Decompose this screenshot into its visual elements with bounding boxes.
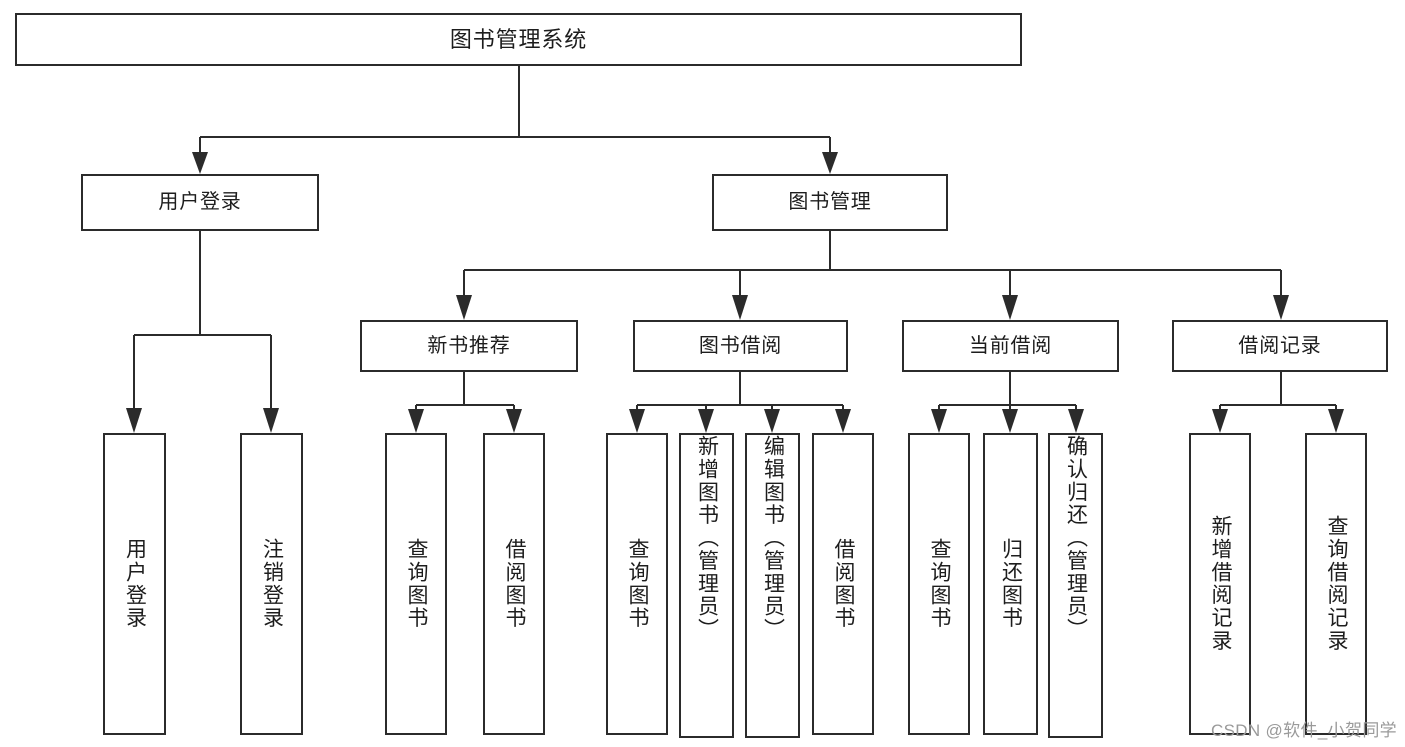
arrowhead-leaf-user-login (126, 408, 142, 433)
leaf-edit-book-admin[interactable]: 编辑图书（管理员） (745, 433, 800, 738)
node-user-login-label: 用户登录 (158, 191, 242, 213)
arrowhead-leaf-return-book (1002, 409, 1018, 433)
leaf-user-login-label: 用户登录 (123, 538, 147, 630)
node-book-borrow[interactable]: 图书借阅 (633, 320, 848, 372)
arrowhead-leaf-add-record (1212, 409, 1228, 433)
node-book-management[interactable]: 图书管理 (712, 174, 948, 231)
leaf-borrow-book-recommend-label: 借阅图书 (503, 538, 527, 630)
arrowhead-leaf-query-book-3 (931, 409, 947, 433)
node-root-system[interactable]: 图书管理系统 (15, 13, 1022, 66)
leaf-query-book-current-label: 查询图书 (928, 538, 952, 630)
leaf-borrow-book-recommend[interactable]: 借阅图书 (483, 433, 545, 735)
leaf-query-book-borrow[interactable]: 查询图书 (606, 433, 668, 735)
arrowhead-leaf-edit-book (764, 409, 780, 433)
node-current-borrow[interactable]: 当前借阅 (902, 320, 1119, 372)
arrowhead-new-book-rec (456, 295, 472, 320)
node-book-management-label: 图书管理 (788, 191, 872, 213)
leaf-borrow-book-borrow[interactable]: 借阅图书 (812, 433, 874, 735)
leaf-add-borrow-record[interactable]: 新增借阅记录 (1189, 433, 1251, 735)
arrowhead-leaf-confirm-return (1068, 409, 1084, 433)
arrowhead-leaf-borrow-book-1 (506, 409, 522, 433)
arrowhead-leaf-logout (263, 408, 279, 433)
node-root-label: 图书管理系统 (449, 26, 588, 52)
arrowhead-leaf-borrow-book-2 (835, 409, 851, 433)
leaf-query-borrow-record-label: 查询借阅记录 (1325, 515, 1349, 653)
watermark: CSDN @软件_小贺同学 (1210, 721, 1397, 740)
leaf-add-book-admin[interactable]: 新增图书（管理员） (679, 433, 734, 738)
leaf-edit-book-admin-label: 编辑图书（管理员） (761, 435, 785, 642)
leaf-logout[interactable]: 注销登录 (240, 433, 303, 735)
leaf-query-book-recommend-label: 查询图书 (405, 538, 429, 630)
node-new-book-recommend-label: 新书推荐 (427, 334, 511, 357)
leaf-query-borrow-record[interactable]: 查询借阅记录 (1305, 433, 1367, 735)
arrowhead-leaf-add-book (698, 409, 714, 433)
leaf-add-borrow-record-label: 新增借阅记录 (1209, 515, 1233, 653)
node-borrow-record-label: 借阅记录 (1238, 334, 1322, 357)
node-current-borrow-label: 当前借阅 (968, 334, 1053, 357)
arrowhead-user-login (192, 152, 208, 174)
leaf-return-book[interactable]: 归还图书 (983, 433, 1038, 735)
arrowhead-current-borrow (1002, 295, 1018, 320)
arrowhead-book-mgmt (822, 152, 838, 174)
leaf-logout-label: 注销登录 (260, 538, 284, 630)
leaf-confirm-return-admin[interactable]: 确认归还（管理员） (1048, 433, 1103, 738)
arrowhead-leaf-query-book-2 (629, 409, 645, 433)
arrowhead-borrow-record (1273, 295, 1289, 320)
leaf-confirm-return-admin-label: 确认归还（管理员） (1064, 435, 1088, 642)
leaf-user-login[interactable]: 用户登录 (103, 433, 166, 735)
node-borrow-record[interactable]: 借阅记录 (1172, 320, 1388, 372)
node-user-login[interactable]: 用户登录 (81, 174, 319, 231)
leaf-query-book-recommend[interactable]: 查询图书 (385, 433, 447, 735)
arrowhead-book-borrow (732, 295, 748, 320)
node-book-borrow-label: 图书借阅 (698, 334, 783, 357)
leaf-query-book-current[interactable]: 查询图书 (908, 433, 970, 735)
leaf-return-book-label: 归还图书 (999, 538, 1023, 630)
arrowhead-leaf-query-book-1 (408, 409, 424, 433)
leaf-add-book-admin-label: 新增图书（管理员） (695, 435, 719, 642)
node-new-book-recommend[interactable]: 新书推荐 (360, 320, 578, 372)
leaf-borrow-book-borrow-label: 借阅图书 (832, 538, 856, 630)
leaf-query-book-borrow-label: 查询图书 (626, 538, 650, 630)
arrowhead-leaf-query-record (1328, 409, 1344, 433)
